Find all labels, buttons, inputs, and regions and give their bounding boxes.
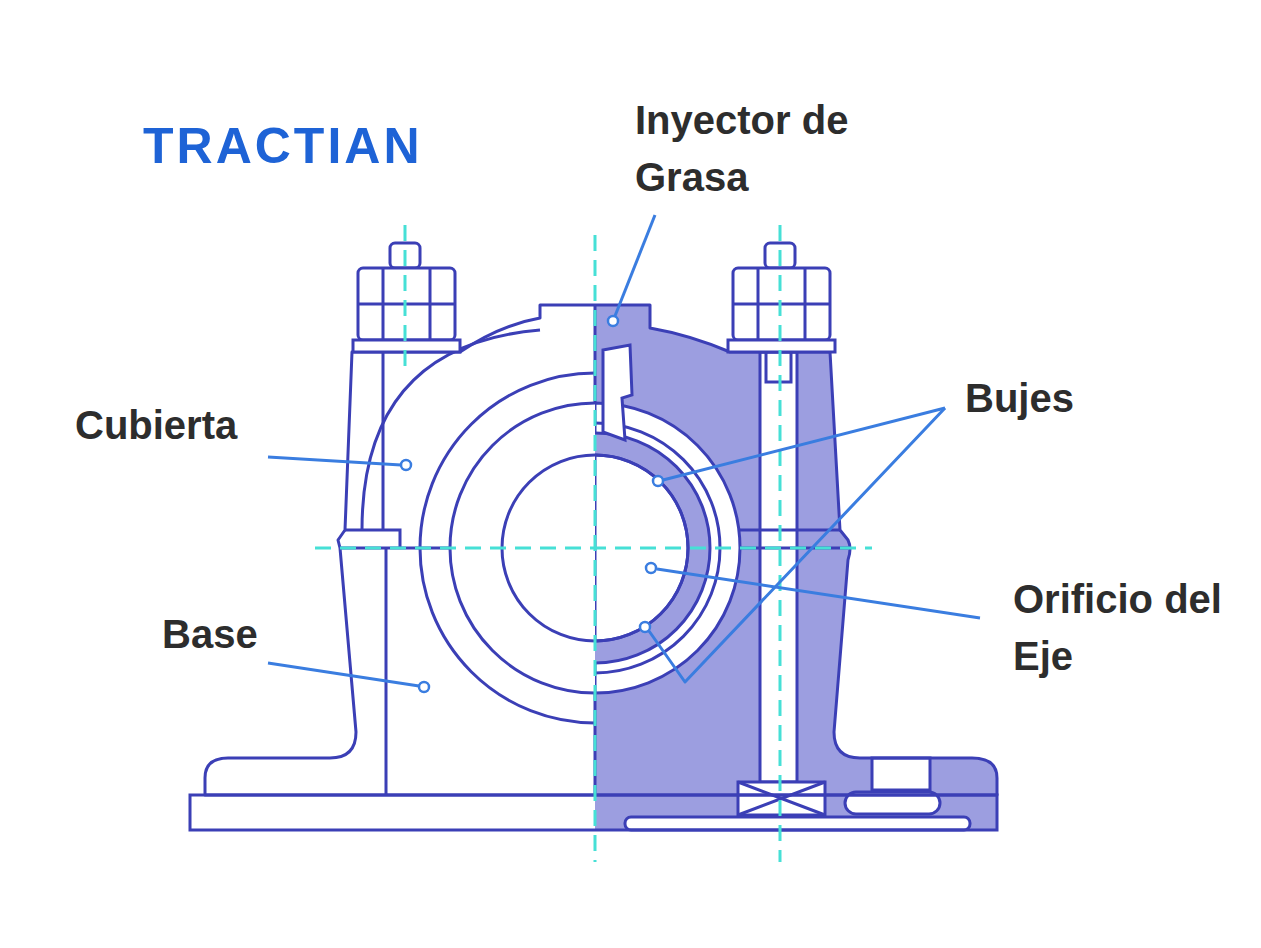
housing-outline	[205, 305, 997, 795]
leader-line	[268, 663, 419, 686]
leader-line	[615, 215, 655, 316]
leader-dot	[401, 460, 411, 470]
leader-dot	[646, 563, 656, 573]
leader-dot	[608, 316, 618, 326]
leader-line	[657, 569, 980, 618]
cap-split-line-right	[740, 530, 848, 548]
part-label: Bujes	[965, 371, 1115, 425]
base-slot	[625, 817, 970, 830]
leader-dot	[419, 682, 429, 692]
mount-hole	[872, 758, 930, 790]
leader-dot	[653, 476, 663, 486]
part-label: Orificio del Eje	[1013, 571, 1243, 685]
leader-line	[649, 408, 945, 682]
part-label: Inyector de Grasa	[635, 92, 925, 206]
leader-line	[663, 408, 945, 480]
part-label: Cubierta	[75, 398, 265, 452]
part-label: Base	[162, 607, 262, 661]
center-lines	[315, 225, 872, 862]
housing-section-fill	[595, 305, 997, 795]
grease-channel	[603, 345, 632, 440]
leader-dots	[401, 316, 663, 692]
leader-lines	[268, 215, 980, 686]
brand-logo: TRACTIAN	[143, 116, 463, 176]
cap-split-line	[340, 530, 450, 548]
leader-line	[268, 457, 401, 465]
bolt-hole	[760, 352, 797, 782]
center-line	[779, 225, 782, 862]
center-line	[315, 547, 872, 550]
center-line	[404, 225, 407, 372]
leader-dot	[640, 622, 650, 632]
